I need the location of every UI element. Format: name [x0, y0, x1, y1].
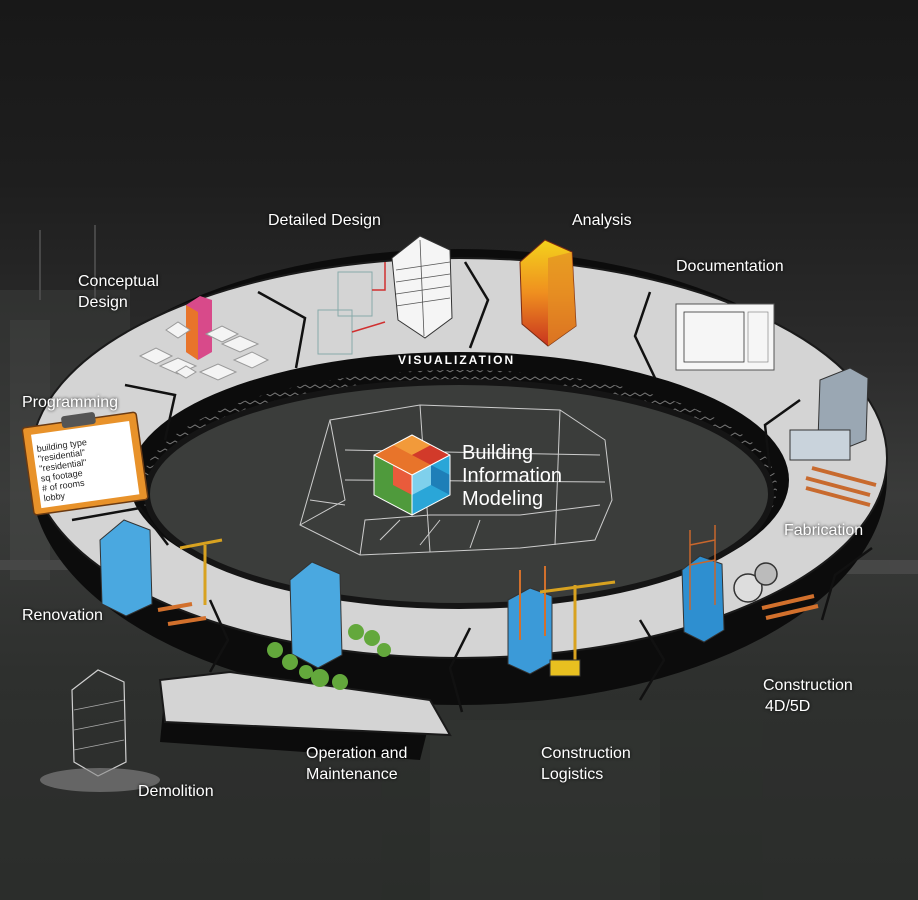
construction-4d5d-icon	[681, 525, 819, 643]
construction-logistics-icon	[507, 566, 616, 677]
renovation-building-icon	[99, 519, 223, 626]
detailed-design-tower-icon	[317, 235, 453, 355]
stage-label-construction-logistics: Construction Logistics	[541, 743, 631, 785]
demolition-building-icon	[40, 669, 160, 792]
stage-label-operation-maintenance: Operation and Maintenance	[306, 743, 407, 785]
stage-label-renovation: Renovation	[22, 607, 103, 624]
bim-title-line3: Modeling	[462, 488, 544, 510]
stage-label-line: Construction	[541, 745, 631, 762]
stage-label-line: Conceptual	[78, 273, 159, 290]
bim-title-line2: Information	[462, 465, 563, 487]
stage-label-line: Operation and	[306, 745, 408, 762]
stage-label-line: Maintenance	[306, 766, 398, 783]
visualization-label: VISUALIZATION	[398, 353, 515, 367]
documentation-drawing-sheet-icon	[675, 303, 775, 371]
stage-label-conceptual-design: Conceptual Design	[78, 271, 159, 313]
stage-label-analysis: Analysis	[572, 212, 632, 229]
stage-label-demolition: Demolition	[138, 783, 214, 800]
stage-label-line: Construction	[763, 677, 853, 694]
operation-maintenance-building-icon	[267, 561, 391, 690]
bim-title-line1: Building	[462, 442, 534, 464]
fabrication-machinery-icon	[789, 367, 877, 507]
stage-label-construction-4d5d: Construction 4D/5D	[763, 675, 853, 717]
analysis-heatmap-building-icon	[519, 239, 577, 347]
programming-clipboard-icon	[21, 411, 149, 516]
stage-label-line: Design	[78, 294, 128, 311]
stage-label-fabrication: Fabrication	[784, 522, 864, 539]
stage-label-detailed-design: Detailed Design	[268, 212, 381, 229]
stage-label-line: Logistics	[541, 766, 604, 783]
bim-title: Building Information Modeling	[462, 442, 562, 511]
stage-label-line: 4D/5D	[765, 698, 811, 715]
conceptual-design-massing-icon	[138, 296, 270, 381]
bim-cube-logo	[373, 434, 451, 516]
stage-label-programming: Programming	[22, 394, 119, 411]
stage-label-documentation: Documentation	[676, 258, 784, 275]
